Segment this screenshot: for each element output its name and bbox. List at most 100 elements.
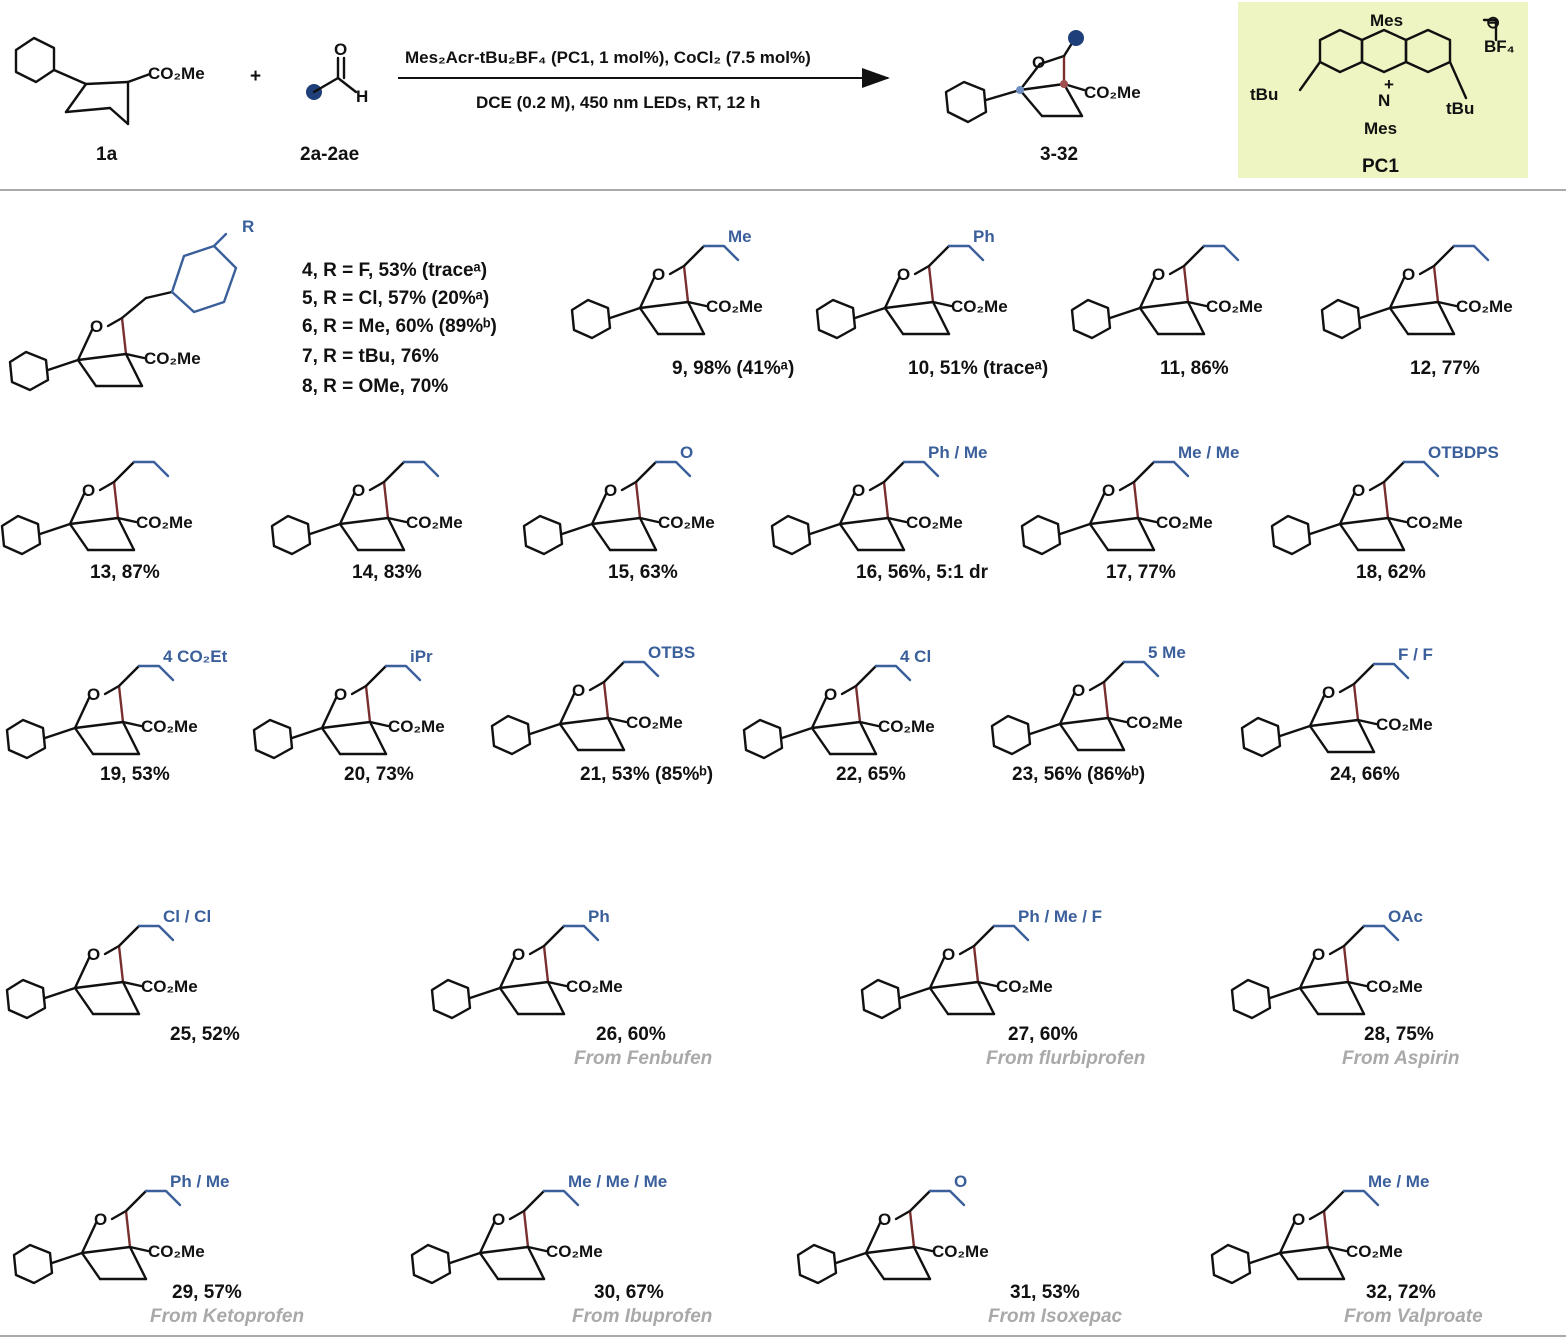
substituent-label: Me / Me: [1368, 1172, 1429, 1191]
core-oxygen: O: [1312, 945, 1325, 964]
core-ester: CO₂Me: [658, 513, 715, 532]
yield-label: 19, 53%: [100, 764, 170, 785]
core-ester: CO₂Me: [144, 349, 201, 368]
yield-label: 15, 63%: [608, 562, 678, 583]
core-oxygen: O: [1102, 481, 1115, 500]
yield-label: 31, 53%: [1010, 1282, 1080, 1303]
r-series-list: 4, R = F, 53% (traceᵃ) 5, R = Cl, 57% (2…: [302, 260, 497, 397]
substituent-label: Cl / Cl: [163, 907, 211, 926]
reactant-1a-label: 1a: [96, 144, 118, 165]
core-ester: CO₂Me: [1376, 715, 1433, 734]
substituent-label: Ph / Me: [928, 443, 988, 462]
product-ester: CO₂Me: [1084, 83, 1141, 102]
r-series-entry: 5, R = Cl, 57% (20%ᵃ): [302, 288, 489, 309]
product-entry: O CO₂Me 11, 86%: [1070, 244, 1263, 379]
core-oxygen: O: [82, 481, 95, 500]
yield-label: 26, 60%: [596, 1024, 666, 1045]
bridgehead-dot: [1016, 86, 1024, 94]
core-oxygen: O: [94, 1210, 107, 1229]
core-ester: CO₂Me: [141, 717, 198, 736]
yield-label: 18, 62%: [1356, 562, 1426, 583]
substituent-dot: [1068, 30, 1084, 46]
conditions-top: Mes₂Acr-tBu₂BF₄ (PC1, 1 mol%), CoCl₂ (7.…: [405, 48, 811, 67]
substituent-label: 4 Cl: [900, 647, 931, 666]
drug-source-label: From flurbiprofen: [986, 1048, 1145, 1069]
core-oxygen: O: [87, 945, 100, 964]
core-oxygen: O: [1072, 681, 1085, 700]
drug-source-label: From Aspirin: [1342, 1048, 1460, 1069]
yield-label: 17, 77%: [1106, 562, 1176, 583]
drug-source-label: From Ibuprofen: [572, 1306, 712, 1327]
core-oxygen: O: [334, 685, 347, 704]
core-ester: CO₂Me: [148, 1242, 205, 1261]
substituent-label: OTBDPS: [1428, 443, 1499, 462]
core-oxygen: O: [90, 317, 103, 336]
yield-label: 21, 53% (85%ᵇ): [580, 764, 713, 785]
plus-sign: +: [250, 66, 261, 87]
core-ester: CO₂Me: [878, 717, 935, 736]
drug-source-label: From Valproate: [1344, 1306, 1483, 1327]
pc-tbu-left: tBu: [1250, 85, 1278, 104]
drug-source-label: From Isoxepac: [988, 1306, 1123, 1327]
core-ester: CO₂Me: [1206, 297, 1263, 316]
core-oxygen: O: [852, 481, 865, 500]
core-ester: CO₂Me: [996, 977, 1053, 996]
yield-label: 10, 51% (traceᵃ): [908, 358, 1048, 379]
r-series-entry: 7, R = tBu, 76%: [302, 346, 439, 367]
substituent-label: Ph / Me: [170, 1172, 230, 1191]
yield-label: 16, 56%, 5:1 dr: [856, 562, 989, 583]
bridgehead-dot: [1060, 80, 1068, 88]
pc-minus: ⊖: [1486, 13, 1500, 32]
yield-label: 29, 57%: [172, 1282, 242, 1303]
pc-tbu-right: tBu: [1446, 99, 1474, 118]
yield-label: 9, 98% (41%ᵃ): [672, 358, 794, 379]
core-oxygen: O: [604, 481, 617, 500]
substituent-label: OAc: [1388, 907, 1423, 926]
reactant-1a: CO₂Me 1a: [14, 36, 205, 165]
core-ester: CO₂Me: [546, 1242, 603, 1261]
pc-charge: +: [1384, 75, 1394, 94]
substituent-label: 4 CO₂Et: [163, 647, 228, 666]
substituent-label: O: [680, 443, 693, 462]
yield-label: 25, 52%: [170, 1024, 240, 1045]
substituent-label: Ph: [588, 907, 610, 926]
r-series-entry: 8, R = OMe, 70%: [302, 376, 448, 397]
core-ester: CO₂Me: [136, 513, 193, 532]
yield-label: 11, 86%: [1160, 358, 1229, 379]
core-ester: CO₂Me: [388, 717, 445, 736]
product-label: 3-32: [1040, 144, 1078, 165]
aldehyde-hydrogen: H: [356, 87, 368, 106]
drug-source-label: From Fenbufen: [574, 1048, 712, 1069]
reactant-2-label: 2a-2ae: [300, 144, 359, 165]
core-oxygen: O: [1402, 265, 1415, 284]
product-entry: O CO₂Me O 15, 63%: [522, 443, 715, 583]
core-ester: CO₂Me: [1366, 977, 1423, 996]
core-oxygen: O: [1152, 265, 1165, 284]
yield-label: 20, 73%: [344, 764, 414, 785]
core-oxygen: O: [1352, 481, 1365, 500]
aldehyde-oxygen: O: [334, 40, 347, 59]
yield-label: 28, 75%: [1364, 1024, 1434, 1045]
core-ester: CO₂Me: [626, 713, 683, 732]
core-ester: CO₂Me: [141, 977, 198, 996]
core-oxygen: O: [652, 265, 665, 284]
core-oxygen: O: [512, 945, 525, 964]
core-oxygen: O: [492, 1210, 505, 1229]
core-oxygen: O: [1322, 683, 1335, 702]
ester-label-1a: CO₂Me: [148, 64, 205, 83]
